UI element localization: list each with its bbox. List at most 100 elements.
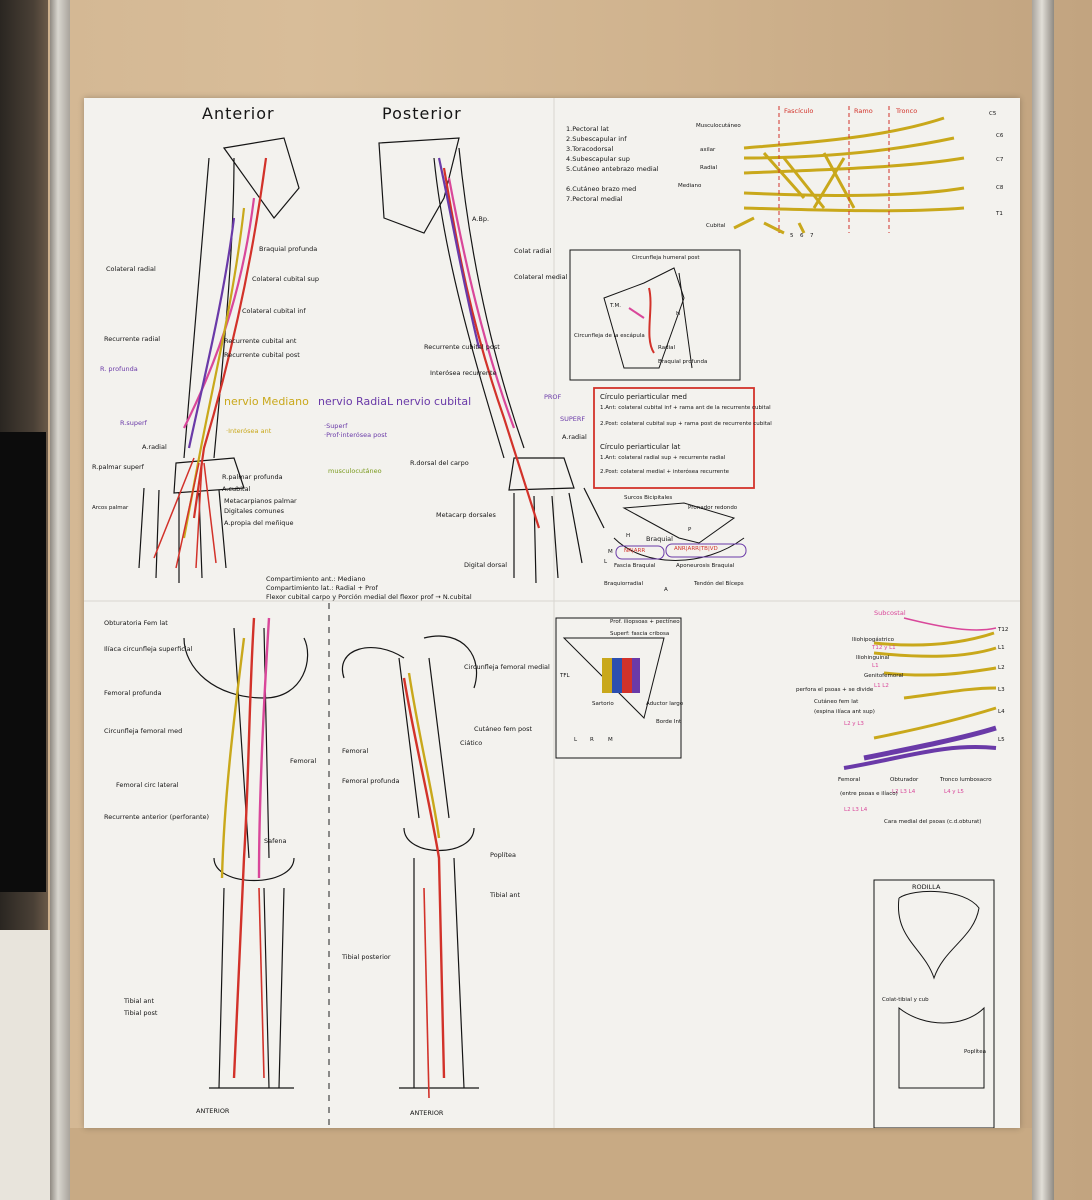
leg-label-5: Femoral circ lateral bbox=[116, 781, 179, 789]
leg-label-8: Safena bbox=[264, 837, 287, 845]
scap-label-3: Radial bbox=[658, 345, 675, 351]
monitor bbox=[0, 432, 46, 892]
label-interosea-recurr: Interósea recurrente bbox=[430, 369, 497, 377]
whiteboard: Anterior Posterior Braquial profunda Col… bbox=[84, 98, 1020, 1128]
compartment-1: Compartimiento ant.: Mediano bbox=[266, 575, 366, 583]
tri-label-7: M bbox=[608, 737, 613, 743]
leg-label-4: Circunfleja femoral med bbox=[104, 727, 183, 735]
lower-posterior-title: ANTERIOR bbox=[410, 1109, 444, 1117]
branch-axilar: axilar bbox=[700, 147, 716, 153]
fossa-tag-1: NR|ARR bbox=[624, 548, 646, 554]
arm-anterior-arteries bbox=[153, 157, 268, 569]
tri-label-6: R bbox=[590, 737, 594, 743]
plexus-num-5: 5 bbox=[790, 233, 794, 239]
lumbar-seg-3: L1 L2 bbox=[874, 683, 889, 689]
plexus-list-6: 6.Cutáneo brazo med bbox=[566, 185, 637, 193]
tri-label-3: Sartorio bbox=[592, 701, 614, 707]
nerve-mediano-sub: ·Interósea ant bbox=[226, 427, 272, 435]
leg-post-label-8: Tibial posterior bbox=[342, 953, 391, 961]
nerve-radial: nervio RadiaL bbox=[318, 395, 394, 408]
plexus-list-4: 4.Subescapular sup bbox=[566, 155, 630, 163]
plexus-list-3: 3.Toracodorsal bbox=[566, 145, 614, 153]
branch-musculo: Musculocutáneo bbox=[696, 123, 741, 129]
leg-post-label-4: Femoral bbox=[342, 747, 369, 755]
arm-posterior bbox=[378, 137, 605, 584]
plexus-list-7: 7.Pectoral medial bbox=[566, 195, 623, 203]
fossa-label-12: A bbox=[664, 587, 668, 593]
lumbar-seg-5: L2 L3 L4 bbox=[844, 807, 868, 813]
leg-label-3: Femoral profunda bbox=[104, 689, 162, 697]
leg-post-label-6: Poplítea bbox=[490, 851, 516, 859]
leg-label-10: Tibial post bbox=[124, 1009, 158, 1017]
nerve-cubital: nervio cubital bbox=[396, 395, 472, 408]
knee-box bbox=[873, 879, 995, 1128]
plexus-dividers bbox=[778, 106, 890, 233]
lumbar-br-7: Tronco lumbosacro bbox=[940, 777, 992, 783]
leg-label-2: Ilíaca circunfleja superficial bbox=[104, 645, 193, 653]
scapula-box bbox=[569, 249, 741, 381]
label-a-cubital: A.cubital bbox=[222, 485, 251, 493]
lumbar-br-5: Femoral bbox=[838, 777, 861, 783]
label-recurr-cub-ant: Recurrente cubital ant bbox=[224, 337, 297, 345]
plexus-list-2: 2.Subescapular inf bbox=[566, 135, 627, 143]
tri-label-1: Prof. iliopsoas + pectíneo bbox=[610, 619, 680, 625]
knee-label-1: Colat-tibial y cub bbox=[882, 997, 929, 1003]
label-braquial-prof: Braquial profunda bbox=[259, 245, 318, 253]
fossa-label-7: Braquial bbox=[646, 535, 673, 543]
lumbar-root-4: L3 bbox=[998, 687, 1005, 693]
label-dorsal-carpo: R.dorsal del carpo bbox=[410, 459, 469, 467]
label-prof: PROF bbox=[544, 393, 562, 401]
upper-anterior-title: Anterior bbox=[202, 104, 275, 123]
fossa-tag-2: ANR|ARR|TB|VD bbox=[674, 546, 718, 552]
tri-label-5: L bbox=[574, 737, 578, 743]
fossa-label-11: Tendón del Bíceps bbox=[694, 581, 744, 587]
label-arcos-palmar: Arcos palmar bbox=[92, 505, 129, 511]
lumbar-note-3: (entre psoas e ilíaco) bbox=[840, 791, 898, 797]
tri-label-2: Superf: fascia cribosa bbox=[610, 631, 670, 637]
fossa-label-10: Aponeurosis Braquial bbox=[676, 563, 735, 569]
label-recurr-cub-post-p: Recurrente cubital post bbox=[424, 343, 500, 351]
elbow-title-2: Círculo periarticular lat bbox=[600, 443, 681, 451]
upper-posterior-title: Posterior bbox=[382, 104, 462, 123]
root-t1: T1 bbox=[996, 211, 1003, 217]
lumbar-seg-7: L4 y L5 bbox=[944, 789, 964, 795]
leg-post-label-1: Circunfleja femoral medial bbox=[464, 663, 550, 671]
label-r-profunda: R. profunda bbox=[100, 365, 138, 373]
lumbar-note-4: Cara medial del psoas (c.d.obturat) bbox=[884, 819, 982, 825]
fossa-label-5: H bbox=[626, 533, 631, 539]
elbow-item-1a: 1.Ant: colateral cubital inf + rama ant … bbox=[600, 405, 771, 411]
elbow-title-1: Círculo periarticular med bbox=[600, 393, 687, 401]
plexus-list-5: 5.Cutáneo antebrazo medial bbox=[566, 165, 659, 173]
leg-label-6: Recurrente anterior (perforante) bbox=[104, 813, 210, 821]
lower-anterior-title: ANTERIOR bbox=[196, 1107, 230, 1115]
lumbar-note-2: (espina ilíaca ant sup) bbox=[814, 709, 875, 715]
lumbar-seg-4: L2 y L3 bbox=[844, 721, 864, 727]
leg-label-1: Obturatoria Fem lat bbox=[104, 619, 168, 627]
root-c7: C7 bbox=[996, 157, 1004, 163]
brachial-plexus bbox=[733, 116, 965, 235]
label-colat-medial: Colateral medial bbox=[514, 273, 568, 281]
branch-cubital: Cubital bbox=[706, 223, 726, 229]
label-recurr-radial: Recurrente radial bbox=[104, 335, 161, 343]
leg-post-label-5: Femoral profunda bbox=[342, 777, 400, 785]
label-a-radial-post: A.radial bbox=[562, 433, 587, 441]
compartment-3: Flexor cubital carpo y Porción medial de… bbox=[266, 593, 472, 601]
lumbar-root-6: L5 bbox=[998, 737, 1005, 743]
lumbar-br-4: Cutáneo fem lat bbox=[814, 699, 859, 705]
compartment-2: Compartimiento lat.: Radial + Prof bbox=[266, 584, 378, 592]
lumbar-root-3: L2 bbox=[998, 665, 1005, 671]
nerve-musculo: musculocutáneo bbox=[328, 467, 382, 475]
leg-post-label-3: Ciático bbox=[460, 739, 483, 747]
knee-title: RODILLA bbox=[912, 883, 941, 891]
lumbar-note-1: perfora el psoas + se divide bbox=[796, 687, 874, 693]
label-colat-radial: Colateral radial bbox=[106, 265, 156, 273]
lumbar-root-2: L1 bbox=[998, 645, 1005, 651]
lumbar-title: Subcostal bbox=[874, 609, 906, 617]
label-colat-radial-post: Colat radial bbox=[514, 247, 552, 255]
fossa-label-8: Fascia Braquial bbox=[614, 563, 656, 569]
scap-label-5: T.M. bbox=[610, 303, 621, 309]
fossa-diagram bbox=[613, 502, 747, 561]
fossa-label-4: M bbox=[608, 549, 613, 555]
board-drawings bbox=[84, 98, 1020, 1128]
